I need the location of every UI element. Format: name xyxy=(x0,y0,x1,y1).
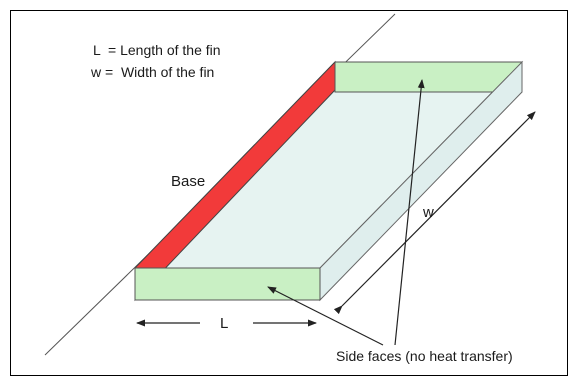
legend-width-line: w = Width of the fin xyxy=(90,64,214,80)
base-label: Base xyxy=(171,173,205,190)
side-faces-label: Side faces (no heat transfer) xyxy=(336,348,513,364)
back-side-face xyxy=(334,61,523,93)
pointer-arrow-back-face xyxy=(394,79,425,346)
front-side-face xyxy=(134,267,321,301)
legend-length-line: L = Length of the fin xyxy=(93,42,221,58)
length-label: L xyxy=(220,315,228,332)
width-label: w xyxy=(422,204,434,221)
pointer-arrow-front-face xyxy=(267,286,384,346)
width-dimension-arrow xyxy=(333,111,536,315)
